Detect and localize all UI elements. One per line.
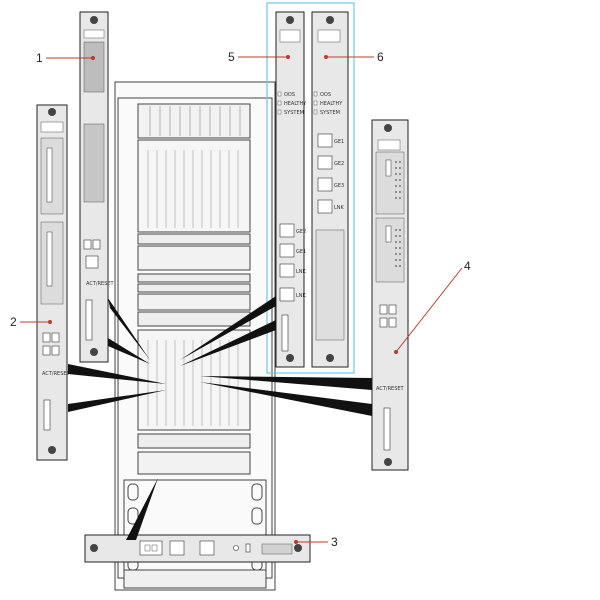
callout-2: 2 (10, 315, 17, 329)
callout-5: 5 (228, 50, 235, 64)
wedge-board4-a (200, 376, 372, 390)
board-3 (84, 534, 311, 563)
insertion-arrows (68, 296, 372, 540)
board-6-port-4: LNK (334, 205, 345, 211)
wedge-board2-b (68, 390, 166, 412)
board-5-led-oos: OOS (284, 92, 295, 98)
callout-leaders (20, 55, 463, 544)
board-6-led-oos: OOS (320, 92, 331, 98)
callout-3: 3 (331, 535, 338, 549)
leader-4 (395, 267, 463, 353)
board-5-led-healthy: HEALTHY (284, 101, 307, 107)
wedge-board5-b (180, 320, 276, 366)
wedge-board2-a (68, 364, 166, 384)
board-6-led-healthy: HEALTHY (320, 101, 343, 107)
board-4-activity-label: ACT/RESET (376, 386, 405, 392)
board-6-port-3: GE3 (334, 183, 344, 189)
wedge-board1-b (108, 338, 150, 364)
highlight-frame (266, 2, 355, 374)
wedge-board5-a (180, 296, 276, 360)
wedge-board1-a (108, 298, 150, 360)
board-5-port-4: LNK (296, 293, 307, 299)
board-5: OOS HEALTHY SYSTEM GE2 GE1 LNK LNK (275, 11, 307, 368)
board-6-led-system: SYSTEM (320, 110, 340, 116)
wedge-board3 (126, 478, 158, 540)
board-2: ACT/RESET (36, 104, 71, 461)
board-2-activity-label: ACT/RESET (42, 371, 71, 377)
board-1-activity-label: ACT/RESET (86, 281, 115, 287)
wedge-board4-b (200, 382, 372, 416)
board-5-port-2: GE1 (296, 249, 306, 255)
board-5-led-system: SYSTEM (284, 110, 304, 116)
board-1: ACT/RESET (79, 11, 115, 363)
callout-4: 4 (464, 259, 471, 273)
board-6-port-1: GE1 (334, 139, 344, 145)
callout-1: 1 (36, 51, 43, 65)
board-5-port-1: GE2 (296, 229, 306, 235)
board-6: OOS HEALTHY SYSTEM GE1 GE2 GE3 LNK (311, 11, 349, 368)
callout-6: 6 (377, 50, 384, 64)
board-5-port-3: LNK (296, 269, 307, 275)
board-4: ACT/RESET (371, 119, 409, 471)
board-6-port-2: GE2 (334, 161, 344, 167)
